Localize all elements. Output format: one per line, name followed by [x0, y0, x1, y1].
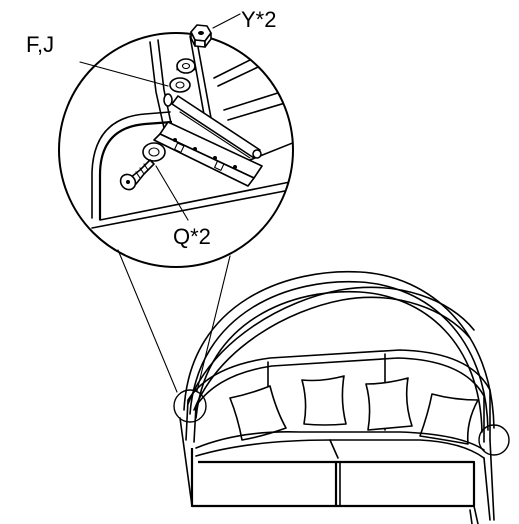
- joint-highlight-left: [173, 389, 207, 423]
- pillow-1: [229, 385, 287, 441]
- label-fj: F,J: [26, 32, 54, 57]
- detail-magnifier: F,J Y*2 Q*2: [26, 7, 294, 268]
- label-q: Q*2: [173, 224, 211, 249]
- canopy-arcs: [183, 270, 495, 433]
- washer-fj-icon: [163, 77, 191, 107]
- label-y: Y*2: [241, 7, 276, 32]
- nut-y-icon: [190, 24, 212, 48]
- joint-highlight-right: [478, 424, 510, 456]
- pillow-3: [365, 377, 413, 431]
- callout-lines: [117, 249, 231, 393]
- detail-bracket: [153, 121, 263, 187]
- detail-hinge-rod: [171, 95, 262, 159]
- pillow-4: [419, 393, 479, 445]
- daybed-sofa: [173, 270, 510, 524]
- sofa-base: [179, 417, 495, 524]
- detail-content: [91, 35, 293, 229]
- washer-q-icon: [142, 142, 166, 162]
- pillow-2: [301, 375, 347, 426]
- leader-lines: [79, 13, 241, 221]
- washer-y-icon: [176, 58, 196, 74]
- bolt-q-icon: [119, 159, 155, 191]
- detail-sofa-arm: [91, 111, 291, 229]
- sofa-seat: [195, 431, 485, 459]
- sofa-pillows: [229, 375, 479, 445]
